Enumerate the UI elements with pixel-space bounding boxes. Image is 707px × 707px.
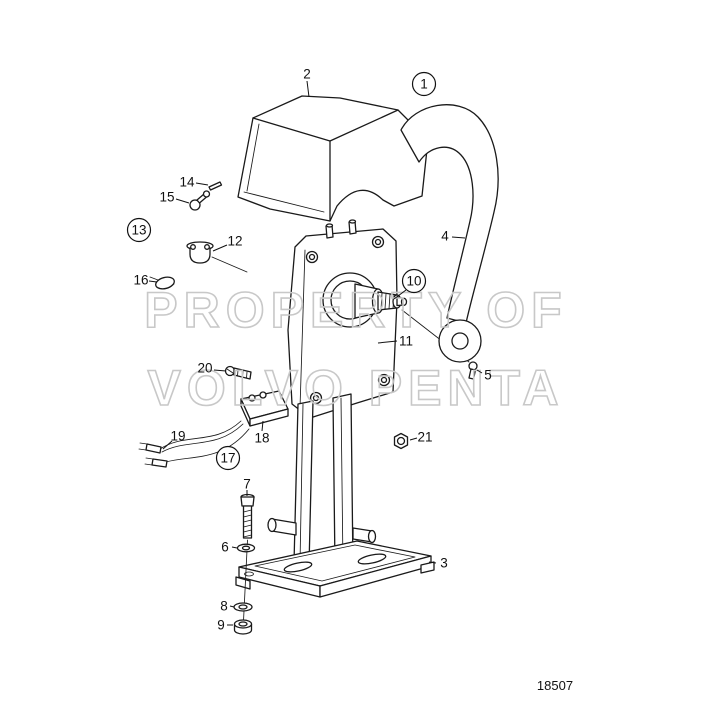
callout-label-6: 6 (221, 540, 229, 555)
callout-label-14: 14 (179, 175, 195, 190)
callout-label-11: 11 (399, 334, 413, 349)
switch-block-part (240, 390, 289, 427)
callout-label-2: 2 (303, 67, 311, 82)
callout-label-21: 21 (417, 430, 432, 445)
callout-circle-13 (126, 217, 152, 243)
clamp-part (186, 241, 248, 273)
callout-label-20: 20 (197, 361, 212, 376)
adjust-screw-part (224, 365, 252, 380)
callout-circle-10 (401, 268, 427, 294)
pedestal-part (267, 393, 377, 570)
callout-label-17: 17 (220, 451, 235, 466)
callout-label-18: 18 (254, 431, 269, 446)
fitting-part (189, 190, 211, 211)
callout-leader-4 (451, 236, 466, 239)
callout-leader-15 (175, 198, 190, 204)
callout-label-9: 9 (217, 618, 225, 633)
callout-leader-8 (229, 605, 235, 608)
base-plate-part (235, 540, 435, 598)
watermark: PROPERTY OF VOLVO PENTA (143, 281, 567, 417)
callout-label-12: 12 (227, 234, 242, 249)
callout-leader-21 (409, 437, 418, 441)
clip-part (149, 276, 175, 290)
callout-label-19: 19 (170, 429, 185, 444)
watermark-line2: VOLVO PENTA (148, 360, 565, 416)
lower-washer-part (233, 602, 253, 612)
callout-label-8: 8 (220, 599, 228, 614)
figure-number: 18507 (537, 678, 573, 693)
callout-leader-18 (261, 420, 264, 432)
handle-screw-part (468, 361, 478, 380)
callout-leader-10 (393, 289, 407, 300)
cover-part (237, 95, 429, 222)
callout-circle-17 (215, 445, 241, 471)
callout-leader-14 (195, 182, 209, 186)
callout-leader-12 (212, 244, 228, 252)
callout-label-4: 4 (441, 229, 449, 244)
callout-leader-6 (231, 546, 238, 549)
callout-leader-2 (306, 80, 310, 98)
callout-leader-3 (428, 561, 437, 564)
wire-harness-part (138, 420, 250, 468)
callout-label-5: 5 (484, 368, 492, 383)
callout-label-1: 1 (420, 77, 428, 92)
watermark-line1: PROPERTY OF (144, 282, 567, 338)
callout-label-13: 13 (131, 223, 146, 238)
callout-leader-11 (377, 340, 398, 344)
callout-circle-1 (411, 71, 437, 97)
callout-label-7: 7 (243, 477, 251, 492)
shaft-part (322, 272, 470, 363)
callout-label-16: 16 (133, 273, 148, 288)
callout-leader-5 (476, 369, 483, 374)
mount-bolt-part (240, 493, 255, 622)
callout-leader-16 (148, 280, 158, 283)
upper-washer-part (236, 543, 256, 553)
shaft-nut-part (393, 432, 409, 450)
callout-leader-19 (162, 440, 173, 450)
callout-label-10: 10 (406, 274, 421, 289)
handle-part (400, 104, 499, 363)
pin-part (208, 181, 223, 191)
callout-label-15: 15 (159, 190, 174, 205)
lock-nut-part (233, 619, 253, 635)
callout-leader-20 (213, 369, 227, 372)
callout-label-3: 3 (440, 556, 448, 571)
